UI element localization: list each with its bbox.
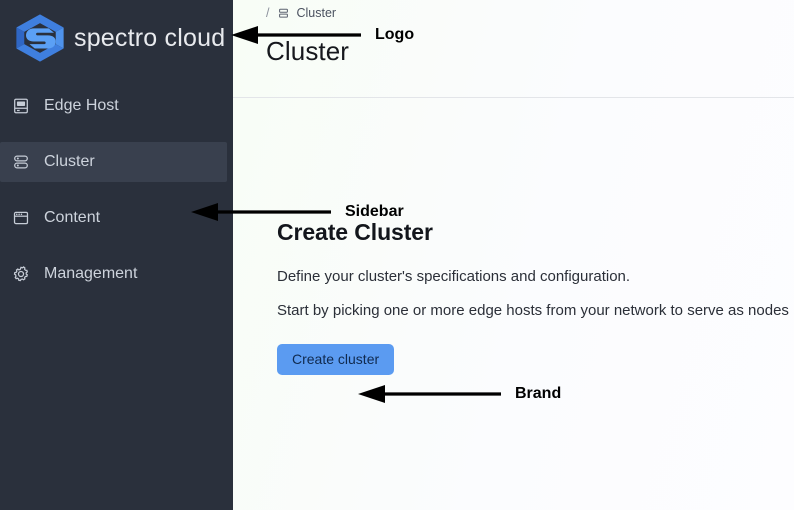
spectro-cloud-logo-mark-icon bbox=[16, 14, 64, 62]
section-description-2: Start by picking one or more edge hosts … bbox=[277, 302, 789, 319]
content-body: Create Cluster Define your cluster's spe… bbox=[233, 67, 794, 375]
browser-window-icon bbox=[10, 207, 32, 229]
sidebar-item-cluster[interactable]: Cluster bbox=[0, 142, 227, 182]
breadcrumb-separator: / bbox=[266, 6, 270, 20]
main-content: / Cluster Cluster Create Cluster Define … bbox=[233, 0, 794, 510]
cluster-stack-icon bbox=[276, 6, 290, 20]
breadcrumb: / Cluster bbox=[233, 0, 794, 20]
page-title: Cluster bbox=[266, 36, 350, 66]
section-description-1: Define your cluster's specifications and… bbox=[277, 268, 631, 285]
sidebar-item-edge-host[interactable]: Edge Host bbox=[0, 86, 227, 126]
sidebar-item-label: Edge Host bbox=[44, 97, 119, 114]
header-divider bbox=[233, 97, 794, 98]
server-rack-icon bbox=[10, 95, 32, 117]
section-heading: Create Cluster bbox=[277, 219, 433, 245]
cluster-stack-icon bbox=[10, 151, 32, 173]
gear-icon bbox=[10, 263, 32, 285]
sidebar-logo[interactable]: spectro cloud bbox=[0, 0, 233, 76]
breadcrumb-item-cluster[interactable]: Cluster bbox=[296, 6, 337, 20]
sidebar-item-management[interactable]: Management bbox=[0, 254, 227, 294]
sidebar-item-label: Management bbox=[44, 265, 138, 282]
logo-text: spectro cloud bbox=[74, 23, 226, 52]
sidebar-nav: Edge Host Cluster bbox=[0, 86, 233, 294]
sidebar-item-content[interactable]: Content bbox=[0, 198, 227, 238]
sidebar: spectro cloud Edge Host bbox=[0, 0, 233, 510]
sidebar-item-label: Content bbox=[44, 209, 101, 226]
create-cluster-button[interactable]: Create cluster bbox=[277, 344, 395, 375]
sidebar-item-label: Cluster bbox=[44, 153, 95, 170]
